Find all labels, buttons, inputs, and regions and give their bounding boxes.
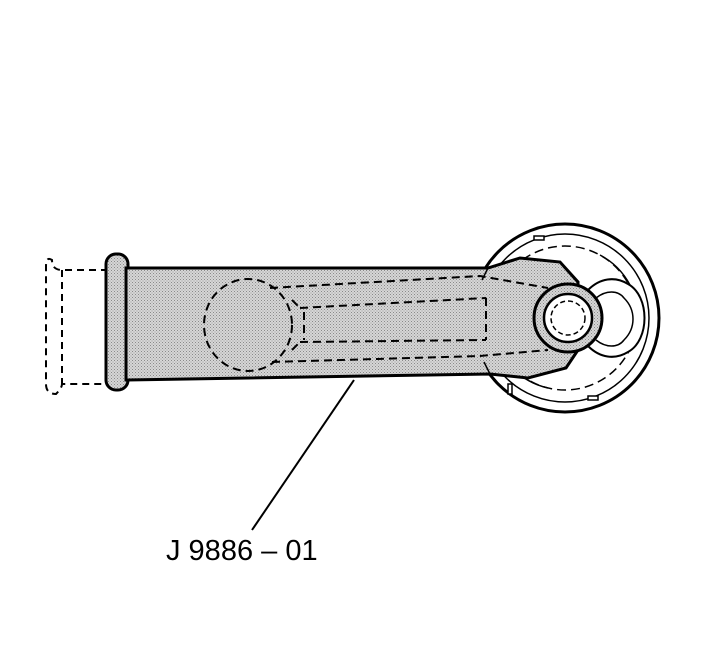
hidden-internal-lines: [203, 274, 549, 372]
ball-joint: [532, 282, 604, 354]
tool-body: [104, 252, 580, 392]
tool-label: J 9886 – 01: [166, 535, 318, 567]
hidden-end-cap: [45, 257, 108, 396]
leader-line: [251, 379, 355, 531]
